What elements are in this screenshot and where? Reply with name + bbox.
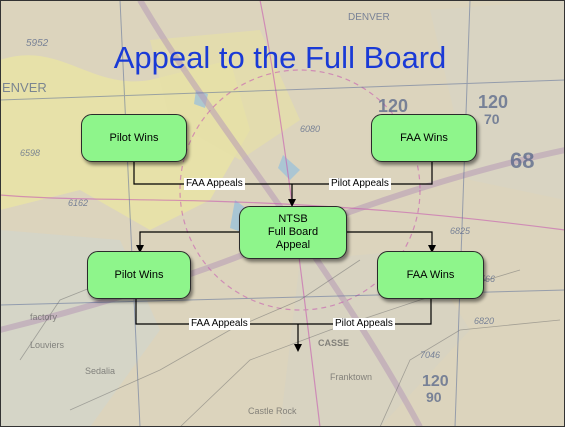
node-label-line: Appeal (275, 239, 311, 251)
node-label: Pilot Wins (109, 131, 159, 144)
faa-wins-initial-node: FAA Wins (371, 114, 477, 162)
node-label: FAA Wins (406, 268, 455, 281)
faa-wins-board-node: FAA Wins (377, 251, 484, 299)
ntsb-full-board-appeal-node: NTSB Full Board Appeal (239, 206, 347, 259)
map-label: 90 (426, 389, 442, 405)
map-label: 6820 (474, 316, 494, 326)
pilot-wins-board-node: Pilot Wins (87, 251, 191, 299)
map-label: 6598 (20, 148, 40, 158)
node-label-line: NTSB (278, 213, 308, 225)
map-label: Louviers (30, 340, 65, 350)
map-label: 5952 (26, 38, 49, 49)
map-label: DENVER (348, 12, 390, 23)
map-label: 7046 (420, 350, 440, 360)
pilot-appeals-label: Pilot Appeals (329, 178, 391, 190)
map-label: 120 (378, 96, 408, 116)
map-label: ENVER (2, 80, 47, 95)
map-label: factory (30, 312, 58, 322)
map-label: Sedalia (85, 366, 115, 376)
faa-appeals-label: FAA Appeals (189, 318, 250, 330)
map-label: 68 (510, 148, 534, 173)
map-label: 6825 (450, 226, 471, 236)
map-label: 6162 (68, 198, 88, 208)
faa-appeals-label: FAA Appeals (184, 178, 245, 190)
slide-title: Appeal to the Full Board (113, 40, 447, 75)
map-label: Franktown (330, 372, 372, 382)
node-label-line: Full Board (267, 226, 319, 238)
node-label: Pilot Wins (114, 268, 164, 281)
node-label: FAA Wins (400, 131, 448, 144)
map-label: 70 (484, 111, 500, 127)
map-label: Castle Rock (248, 406, 297, 416)
map-label: 6080 (300, 124, 320, 134)
pilot-appeals-label: Pilot Appeals (333, 318, 395, 330)
pilot-wins-initial-node: Pilot Wins (81, 114, 187, 162)
map-label: 120 (422, 373, 449, 390)
map-label: CASSE (318, 338, 349, 348)
map-label: 6566 (475, 274, 495, 284)
map-label: 120 (478, 92, 508, 112)
